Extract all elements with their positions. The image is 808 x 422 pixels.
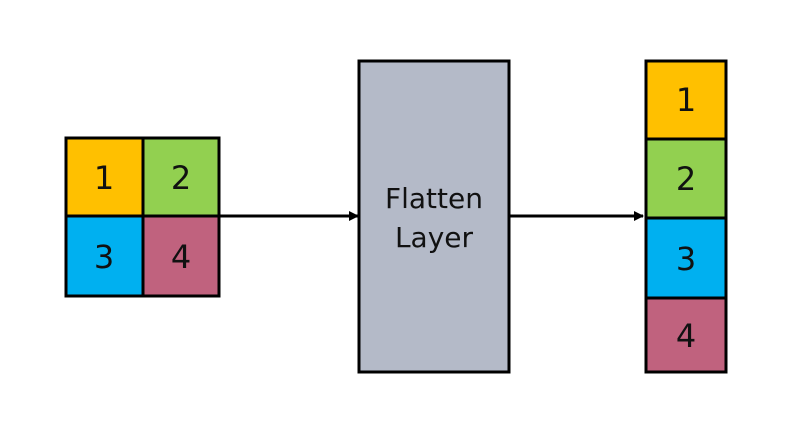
output-cell-2 [644, 137, 728, 220]
flatten-layer-box: Flatten Layer [357, 59, 511, 374]
flatten-layer-label-line2: Layer [395, 221, 474, 254]
input-cell-3-label: 3 [94, 238, 114, 276]
input-cell-4 [141, 214, 221, 298]
flatten-layer-rect [357, 59, 511, 374]
flatten-layer-label-line1: Flatten [385, 182, 483, 215]
output-cell-2-label: 2 [676, 160, 696, 198]
input-cell-3 [64, 214, 145, 298]
output-cell-4-label: 4 [676, 317, 696, 355]
output-cell-4 [644, 296, 728, 374]
output-cell-3 [644, 216, 728, 300]
output-cell-1 [644, 59, 728, 141]
output-cell-1-label: 1 [676, 81, 696, 119]
input-cell-1-label: 1 [94, 159, 114, 197]
output-cell-3-label: 3 [676, 240, 696, 278]
input-cell-4-label: 4 [171, 238, 191, 276]
input-cell-2-label: 2 [171, 159, 191, 197]
input-grid: 1 2 3 4 [64, 136, 221, 298]
output-column: 1 2 3 4 [644, 59, 728, 374]
